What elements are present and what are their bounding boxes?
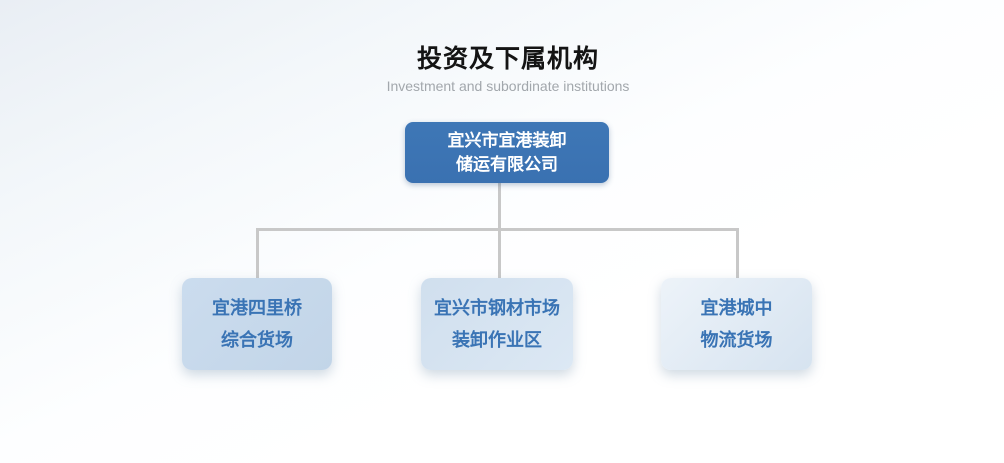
org-node-child-1-line1: 宜港四里桥	[212, 298, 302, 318]
org-node-child-3: 宜港城中 物流货场	[661, 278, 812, 370]
page-title: 投资及下属机构	[416, 45, 599, 73]
org-node-child-1: 宜港四里桥 综合货场	[182, 278, 332, 370]
org-node-root-line1: 宜兴市宜港装卸	[447, 130, 567, 150]
org-node-child-2-line1: 宜兴市钢材市场	[434, 298, 560, 318]
org-node-child-2: 宜兴市钢材市场 装卸作业区	[421, 278, 573, 370]
org-node-root-line2: 储运有限公司	[456, 154, 558, 174]
org-node-child-3-line1: 宜港城中	[700, 298, 773, 318]
org-node-root: 宜兴市宜港装卸 储运有限公司	[405, 122, 609, 183]
org-node-child-2-line2: 装卸作业区	[452, 330, 542, 350]
org-node-child-1-line2: 综合货场	[221, 330, 293, 350]
connector-horizontal-rail	[256, 228, 739, 231]
chart-header: 投资及下属机构 Investment and subordinate insti…	[6, 44, 1004, 95]
connector-root-drop	[498, 183, 501, 281]
org-node-child-3-line2: 物流货场	[700, 330, 773, 350]
connector-drop-right	[736, 228, 739, 281]
connector-drop-left	[256, 228, 259, 281]
page-subtitle: Investment and subordinate institutions	[386, 78, 630, 94]
